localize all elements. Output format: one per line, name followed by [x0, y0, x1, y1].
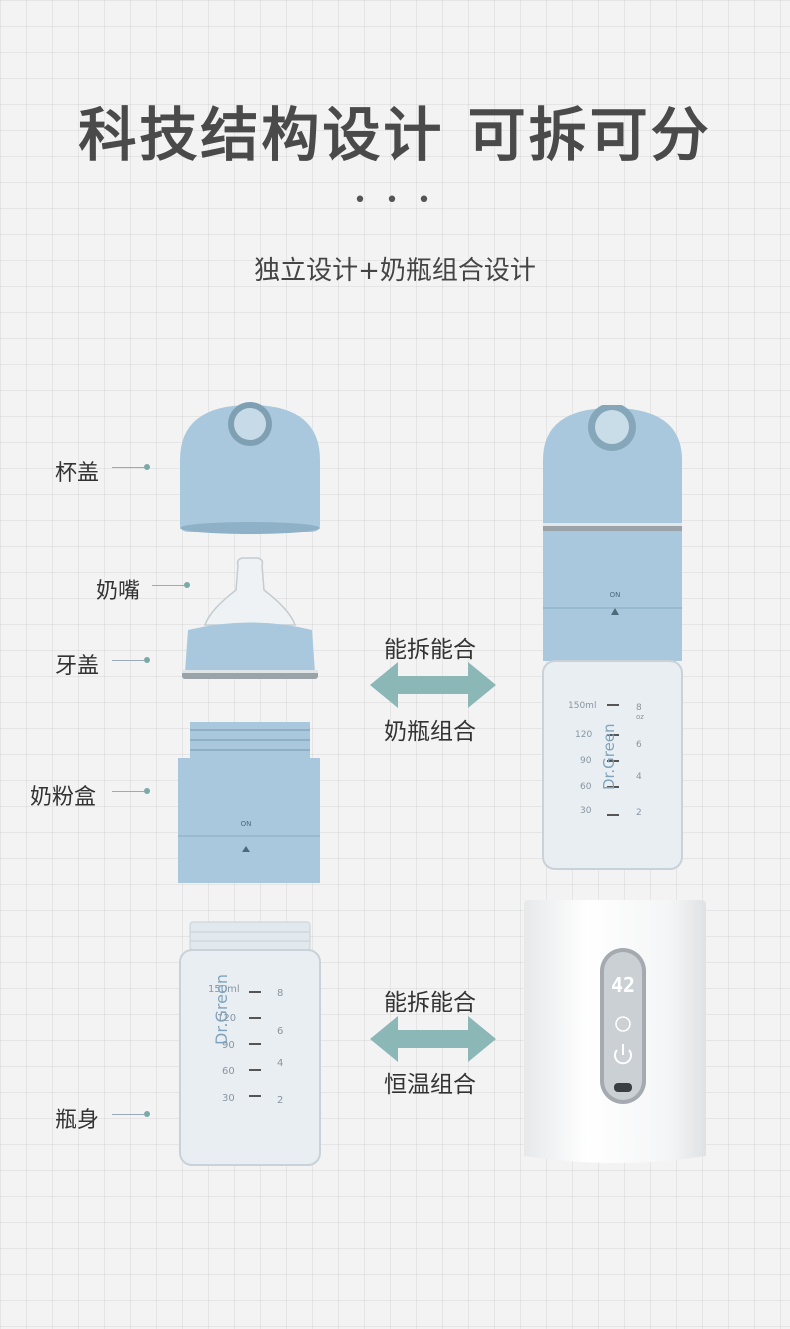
oz-unit: oz	[636, 713, 644, 721]
ml-mark-90: 90	[222, 1040, 235, 1051]
warmer-temperature-display: 42	[610, 973, 636, 997]
oz-mark-8: 8	[636, 703, 642, 713]
page-subtitle: 独立设计+奶瓶组合设计	[254, 256, 536, 286]
leader-dot	[144, 788, 150, 794]
exploded-parts-illustration: ON 150ml	[178, 402, 321, 1166]
ml-mark-90: 90	[580, 756, 592, 766]
on-label: ON	[241, 820, 252, 828]
oz-mark-2: 2	[277, 1095, 284, 1106]
ml-mark-60: 60	[580, 782, 592, 792]
ml-mark-30: 30	[580, 806, 592, 816]
leader-line	[112, 791, 144, 792]
leader-dot	[184, 582, 190, 588]
warmer-power-button[interactable]	[610, 1040, 636, 1066]
bottle-body-illustration: 150ml	[179, 921, 321, 1166]
double-arrow-icon	[370, 662, 496, 708]
double-arrow-icon	[370, 1016, 496, 1062]
label-cup-lid: 杯盖	[55, 461, 100, 486]
leader-line	[112, 1114, 144, 1115]
oz-mark-4: 4	[636, 772, 642, 782]
oz-mark-8: 8	[277, 988, 284, 999]
oz-mark-2: 2	[636, 808, 642, 818]
warmer-base-illustration	[524, 900, 706, 1163]
on-label: ON	[610, 591, 621, 599]
page-title: 科技结构设计 可拆可分	[78, 101, 712, 169]
brand-mark: Dr.Green	[600, 723, 618, 790]
ml-mark-60: 60	[222, 1066, 235, 1077]
leader-dot	[144, 464, 150, 470]
leader-dot	[144, 1111, 150, 1117]
ml-mark-120: 120	[575, 730, 593, 740]
arrow-bottom-label-below: 恒温组合	[384, 1072, 476, 1098]
bottle-scale-ticks	[249, 991, 261, 1097]
label-bottle-body: 瓶身	[55, 1108, 100, 1133]
leader-line	[112, 660, 144, 661]
leader-line	[112, 467, 144, 468]
assembled-bottle-illustration: ON	[542, 405, 683, 870]
collar-illustration	[182, 622, 318, 679]
arrow-bottom-label-above: 能拆能合	[384, 990, 476, 1016]
label-nipple: 奶嘴	[96, 579, 141, 604]
nipple-illustration	[203, 557, 297, 626]
arrow-top-label-below: 奶瓶组合	[384, 719, 476, 745]
arrow-top-label-above: 能拆能合	[384, 637, 476, 663]
capacity-mark: 150ml	[208, 984, 240, 995]
capacity-mark: 150ml	[568, 701, 597, 711]
oz-mark-6: 6	[636, 740, 642, 750]
divider-dots: • • •	[353, 188, 437, 213]
cup-lid-illustration	[180, 402, 320, 534]
ml-mark-30: 30	[222, 1093, 235, 1104]
brand-mark: Dr.Green	[212, 974, 231, 1045]
oz-mark-4: 4	[277, 1058, 284, 1069]
warmer-mode-button[interactable]	[613, 1014, 633, 1034]
label-collar: 牙盖	[55, 654, 100, 679]
ml-mark-120: 120	[217, 1013, 237, 1024]
leader-dot	[144, 657, 150, 663]
powder-box-illustration: ON	[178, 722, 320, 883]
leader-line	[152, 585, 184, 586]
oz-mark-6: 6	[277, 1026, 284, 1037]
label-powder-box: 奶粉盒	[30, 785, 97, 810]
